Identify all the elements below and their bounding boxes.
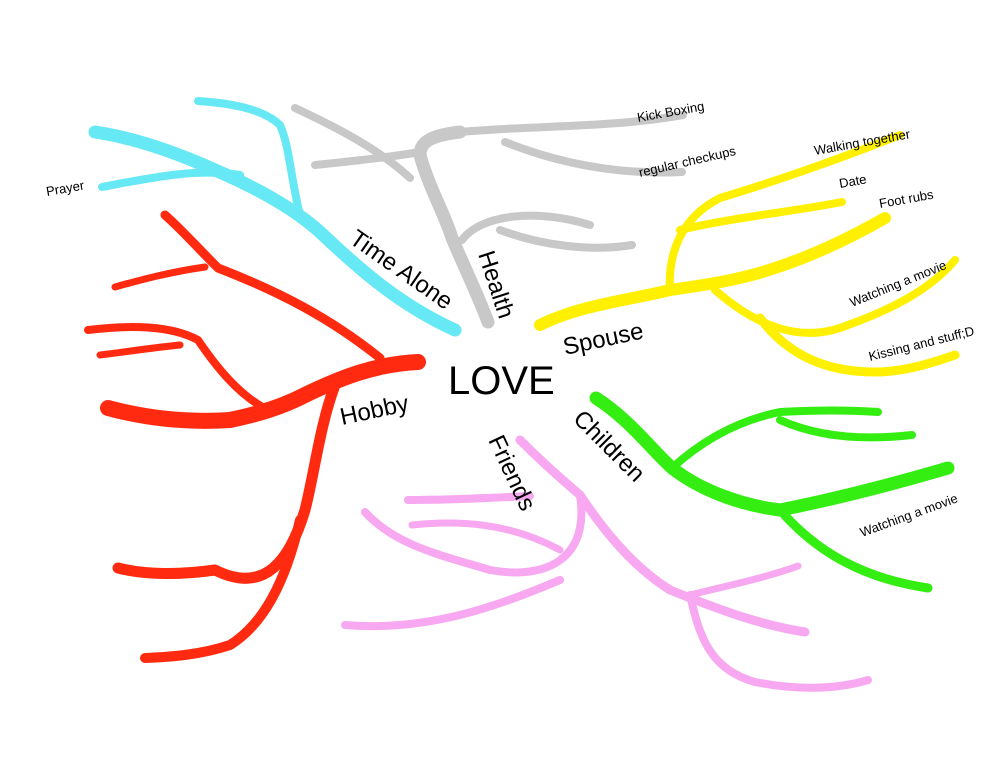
branch-health-stem-c <box>456 111 687 136</box>
branch-health-stem-e <box>458 211 594 244</box>
branch-friends-stem-c <box>341 576 564 631</box>
branch-children <box>589 391 955 593</box>
branch-children-stem-a <box>668 406 882 472</box>
branch-friends-stem-e <box>686 591 872 692</box>
branch-hobby-stem-e <box>112 379 341 584</box>
leaf-label-kissing-and-stuff: Kissing and stuff;D <box>867 323 976 364</box>
leaf-label-foot-rubs: Foot rubs <box>878 187 935 211</box>
branch-children-trunk <box>589 391 955 517</box>
branch-label-children: Children <box>568 405 650 487</box>
branch-friends-stem-f <box>686 562 802 599</box>
branch-health-stem-f <box>496 226 636 252</box>
branch-friends-stem-a <box>361 491 586 577</box>
branch-friends-stem-d <box>404 492 534 504</box>
branch-children-stem-b <box>776 416 916 442</box>
leaf-label-watching-a-movie-children: Watching a movie <box>858 491 960 540</box>
center-label: LOVE <box>448 359 555 403</box>
branch-label-friends: Friends <box>483 431 541 515</box>
branch-health-stem-d <box>501 138 686 177</box>
branch-hobby-stem-b <box>111 263 209 291</box>
branch-time-alone-stem-a <box>194 97 304 219</box>
branch-spouse-stem-d <box>755 313 960 377</box>
branch-hobby-stem-a <box>160 210 385 363</box>
leaf-label-prayer: Prayer <box>45 177 86 199</box>
branch-health-stem-b <box>311 148 424 169</box>
branch-children-stem-c <box>775 505 933 593</box>
leaf-label-date: Date <box>838 171 868 191</box>
branch-spouse-stem-b <box>676 198 846 234</box>
branch-spouse <box>534 131 960 377</box>
branch-time-alone <box>88 97 462 337</box>
branch-spouse-stem-c <box>711 256 959 337</box>
branch-friends-trunk <box>515 435 810 637</box>
branch-friends-stem-b <box>408 519 564 554</box>
branch-time-alone-stem-b <box>98 168 244 191</box>
branch-friends <box>341 435 872 692</box>
branch-spouse-trunk <box>534 212 891 331</box>
branch-hobby-stem-d <box>96 341 184 359</box>
branch-hobby-stem-f <box>140 515 305 663</box>
branch-health-stem-a <box>291 104 414 182</box>
leaf-label-regular-checkups: regular checkups <box>637 143 737 180</box>
branch-health <box>291 104 687 329</box>
branch-label-hobby: Hobby <box>338 390 411 431</box>
branch-spouse-stem-a <box>665 131 904 294</box>
branch-hobby <box>84 210 426 663</box>
branch-label-spouse: Spouse <box>561 318 646 361</box>
branch-health-trunk <box>413 125 495 329</box>
branch-hobby-stem-c <box>84 323 272 414</box>
branch-time-alone-trunk <box>88 125 462 337</box>
